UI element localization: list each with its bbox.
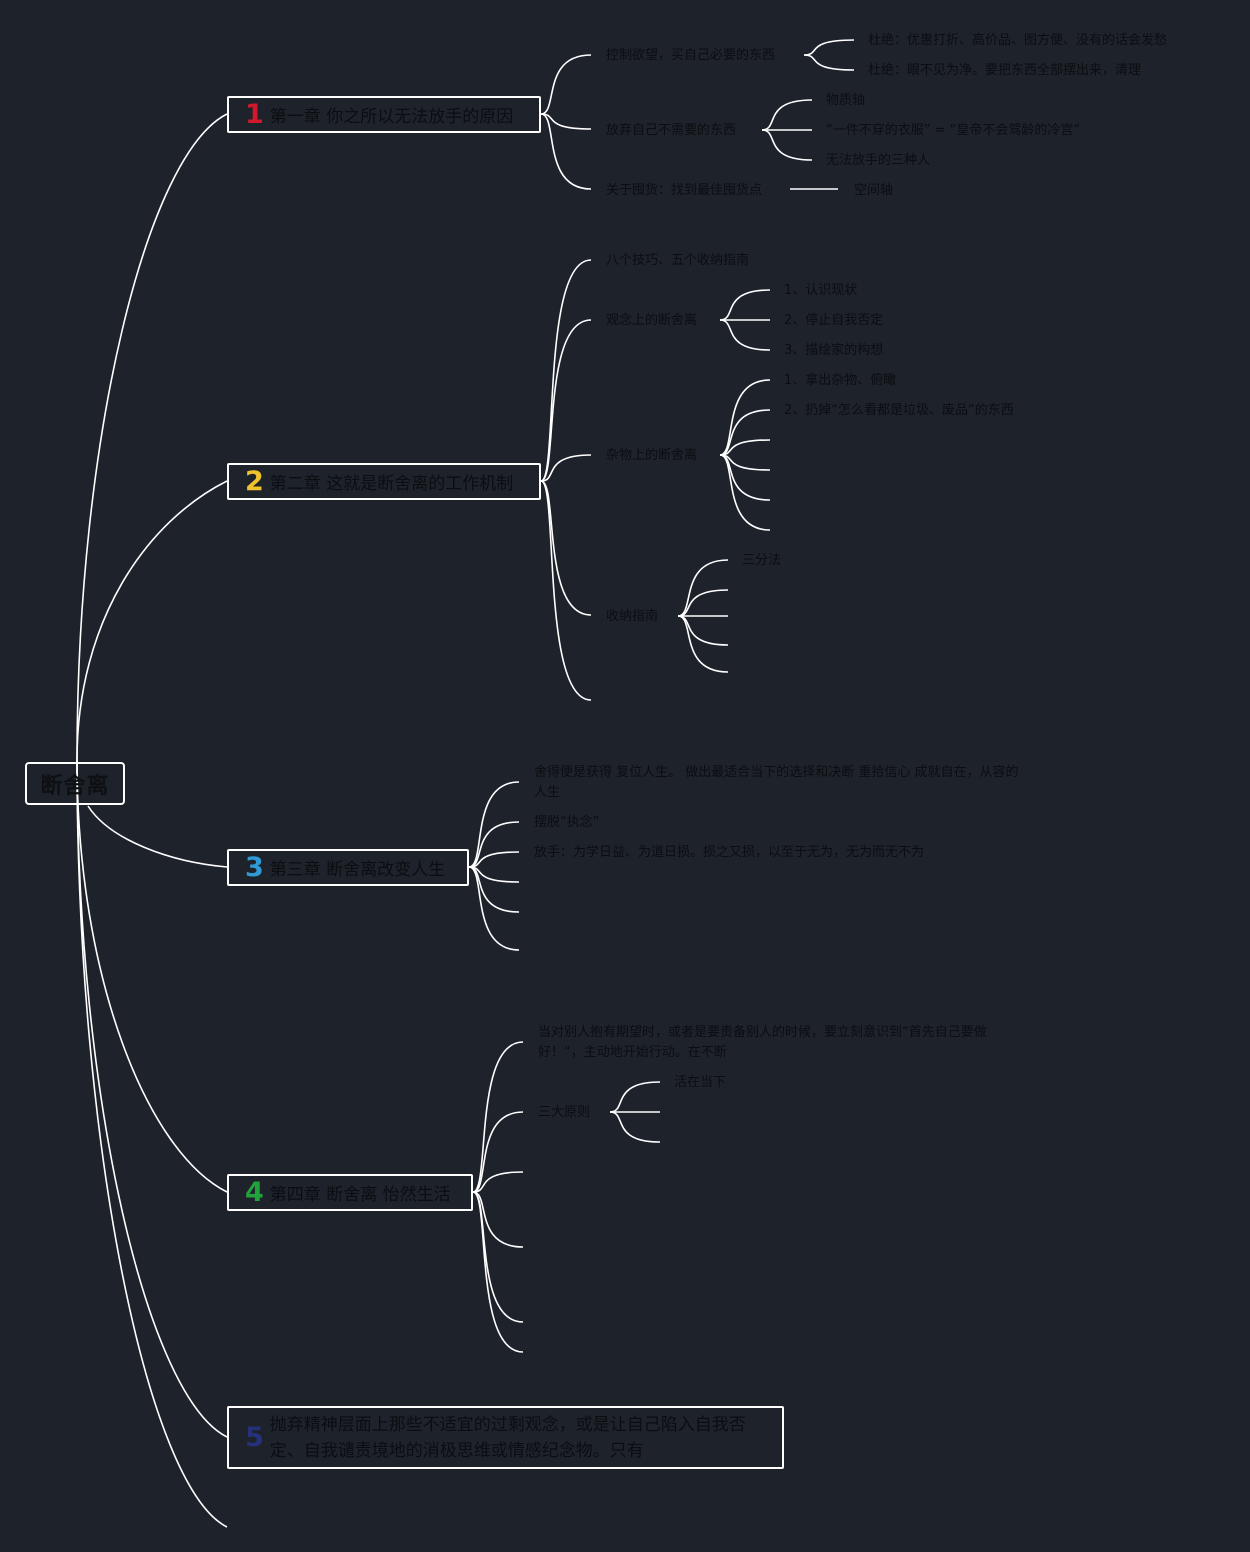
ch3-topic-3[interactable]: 放手：为学日益、为道日损。损之又损，以至于无为，无为而无不为	[534, 845, 925, 860]
root-connector-4	[76, 759, 228, 1528]
ch2-topic-2-sub-3[interactable]: 3、描绘家的构想	[784, 343, 884, 358]
connector-line-46	[609, 1111, 661, 1143]
root-connector-0	[76, 113, 228, 761]
connector-line-15	[540, 454, 592, 482]
chapter-2-number: 2	[245, 466, 264, 497]
connector-line-5	[540, 54, 592, 115]
ch3-topic-2[interactable]: 摆脱“执念”	[534, 815, 600, 830]
chapter-5-title: 抛弃精神层面上那些不适宜的过剩观念，或是让自己陷入自我否定、自我谴责境地的消极思…	[269, 1414, 746, 1461]
connector-line-38	[472, 1041, 524, 1193]
ch2-topic-3-sub-2[interactable]: 2、扔掉“怎么看都是垃圾、废品”的东西	[784, 403, 1014, 418]
ch2-topic-2-sub-1[interactable]: 1、认识现状	[784, 283, 858, 298]
ch2-topic-3-sub-1[interactable]: 1、拿出杂物、俯瞰	[784, 373, 897, 388]
root-connector-1	[76, 480, 228, 761]
ch4-topic-2-sub-1[interactable]: 活在当下	[674, 1075, 727, 1090]
connector-line-8	[803, 39, 855, 56]
ch1-topic-1[interactable]: 控制欲望，买自己必要的东西	[606, 48, 776, 63]
ch3-topic-1[interactable]: 舍得便是获得 复位人生。 做出最适合当下的选择和决断 重拾信心 成就自在，从容的…	[534, 765, 1019, 800]
connector-line-36	[468, 866, 520, 913]
connector-line-31	[677, 615, 729, 673]
connector-line-40	[472, 1171, 524, 1193]
connector-line-43	[472, 1191, 524, 1353]
connector-line-10	[761, 99, 813, 131]
connector-line-22	[719, 409, 771, 456]
connector-line-26	[719, 454, 771, 531]
ch1-topic-2-sub-3[interactable]: 无法放手的三种人	[826, 153, 931, 168]
connector-line-9	[803, 54, 855, 71]
ch2-topic-2-sub-2[interactable]: 2、停止自我否定	[784, 313, 884, 328]
chapter-3-title: 第三章 断舍离改变人生	[269, 860, 446, 880]
connector-line-7	[540, 113, 592, 190]
connector-line-13	[540, 259, 592, 482]
connector-line-20	[719, 319, 771, 351]
connector-line-32	[468, 781, 520, 868]
connector-line-33	[468, 821, 520, 868]
ch2-topic-4[interactable]: 收纳指南	[606, 609, 659, 624]
connector-line-44	[609, 1081, 661, 1113]
chapter-5-node[interactable]: 5 抛弃精神层面上那些不适宜的过剩观念，或是让自己陷入自我否定、自我谴责境地的消…	[227, 1406, 784, 1469]
chapter-2-node[interactable]: 2 第二章 这就是断舍离的工作机制	[227, 463, 541, 500]
ch1-topic-3[interactable]: 关于囤货：找到最佳囤货点	[606, 183, 763, 198]
connector-line-30	[677, 615, 729, 646]
connector-line-12	[761, 129, 813, 161]
connector-line-28	[677, 589, 729, 617]
ch2-topic-3[interactable]: 杂物上的断舍离	[606, 448, 698, 463]
ch2-topic-1[interactable]: 八个技巧、五个收纳指南	[606, 253, 750, 268]
ch1-topic-2-sub-1[interactable]: 物质轴	[826, 93, 866, 108]
chapter-1-node[interactable]: 1 第一章 你之所以无法放手的原因	[227, 96, 541, 133]
connector-line-21	[719, 379, 771, 456]
connector-line-41	[472, 1191, 524, 1248]
connector-line-27	[677, 559, 729, 617]
ch2-topic-4-sub-1[interactable]: 三分法	[742, 553, 782, 568]
ch1-topic-2-sub-2[interactable]: “一件不穿的衣服” = “皇帝不会驾龄的冷宫”	[826, 123, 1081, 138]
connector-line-16	[540, 480, 592, 616]
ch4-topic-2[interactable]: 三大原则	[538, 1105, 591, 1120]
chapter-4-number: 4	[245, 1177, 264, 1208]
ch1-topic-1-sub-1[interactable]: 杜绝：优惠打折、高价品、图方便、没有的话会发愁	[868, 33, 1168, 48]
chapter-2-title: 第二章 这就是断舍离的工作机制	[269, 474, 514, 494]
chapter-4-node[interactable]: 4 第四章 断舍离 怡然生活	[227, 1174, 473, 1211]
ch1-topic-2[interactable]: 放弃自己不需要的东西	[606, 123, 737, 138]
ch1-topic-3-sub-1[interactable]: 空间轴	[854, 183, 894, 198]
connector-line-34	[468, 851, 520, 868]
chapter-3-node[interactable]: 3 第三章 断舍离改变人生	[227, 849, 469, 886]
chapter-3-number: 3	[245, 852, 264, 883]
connector-line-37	[468, 866, 520, 951]
ch4-topic-1[interactable]: 当对别人抱有期望时，或者是要责备别人的时候，要立刻意识到“首先自己要做好！“，主…	[538, 1025, 987, 1060]
root-connector-2	[76, 759, 228, 1193]
connector-line-39	[472, 1111, 524, 1193]
connector-line-6	[540, 113, 592, 130]
connector-line-17	[540, 480, 592, 701]
chapter-1-title: 第一章 你之所以无法放手的原因	[269, 107, 514, 127]
root-connector-3	[76, 759, 228, 1438]
ch2-topic-2[interactable]: 观念上的断舍离	[606, 313, 698, 328]
connector-line-14	[540, 319, 592, 482]
root-node[interactable]: 断舍离	[25, 762, 125, 805]
connector-line-23	[719, 439, 771, 456]
connector-line-18	[719, 289, 771, 321]
ch1-topic-1-sub-2[interactable]: 杜绝：眼不见为净。要把东西全部摆出来，清理	[868, 63, 1142, 78]
chapter-1-number: 1	[245, 99, 264, 130]
root-connector-ch3	[87, 805, 228, 868]
chapter-4-title: 第四章 断舍离 怡然生活	[269, 1185, 451, 1205]
chapter-5-number: 5	[245, 1422, 264, 1453]
